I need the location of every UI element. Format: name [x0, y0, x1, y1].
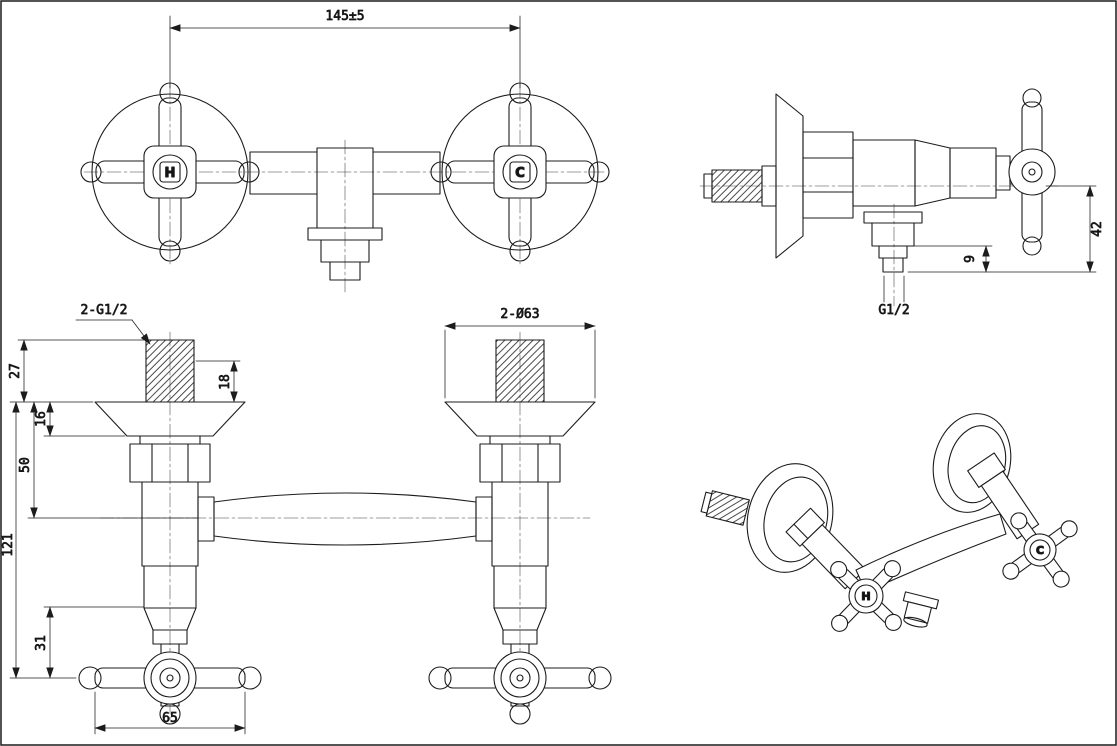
dim-handle-depth: 31 — [34, 606, 145, 679]
bottom-connecting-body — [197, 492, 493, 546]
dim-side-height-label: 42 — [1090, 221, 1105, 237]
hot-escutcheon — [91, 93, 249, 251]
perspective-view: H C — [700, 413, 1078, 632]
front-body — [249, 147, 441, 281]
dim-inlet-threads-label: 2-G1/2 — [81, 303, 128, 318]
dim-thread-length-label: 27 — [8, 363, 23, 379]
dim-handle-depth-label: 31 — [34, 635, 49, 651]
side-valve-body — [802, 131, 1011, 219]
front-view: H C 145±5 — [80, 9, 610, 295]
dim-outlet-offset: 9 — [909, 245, 993, 273]
dim-handle-width-label: 65 — [162, 711, 178, 726]
dim-total-depth-label: 121 — [1, 533, 16, 556]
dim-center-distance: 145±5 — [169, 9, 521, 89]
side-handle — [1008, 88, 1056, 256]
dim-escutcheon-diameter-label: 2-Ø63 — [500, 307, 539, 322]
dim-total-depth: 121 — [1, 401, 77, 679]
dim-stud-length: 18 — [195, 360, 241, 403]
dim-inlet-threads: 2-G1/2 — [75, 303, 151, 345]
dim-escutcheon-diameter: 2-Ø63 — [444, 307, 596, 399]
cold-escutcheon — [441, 93, 599, 251]
dim-outlet-thread-label: G1/2 — [878, 303, 909, 318]
side-wall-flange — [775, 93, 804, 259]
dim-handle-width: 65 — [94, 691, 246, 735]
persp-cold-handle: C — [1002, 512, 1078, 588]
front-hot-handle: H — [80, 82, 260, 262]
dim-body-depth: 50 — [18, 401, 199, 519]
bottom-left-handle — [78, 643, 262, 725]
dim-flange-depth-label: 16 — [34, 411, 49, 427]
dim-body-depth-label: 50 — [18, 457, 33, 473]
bottom-right-handle — [428, 643, 612, 725]
persp-hot-marker: H — [861, 590, 870, 603]
persp-cold-marker: C — [1036, 544, 1044, 557]
side-view: 42 9 G1/2 — [699, 88, 1105, 318]
persp-hot-handle: H — [830, 560, 902, 632]
dim-outlet-thread: G1/2 — [878, 275, 910, 318]
bottom-right-inlet — [444, 339, 596, 645]
persp-left-stud — [700, 490, 750, 526]
persp-outlet — [902, 591, 940, 628]
dim-side-height: 42 — [907, 185, 1105, 273]
bottom-left-inlet — [94, 339, 246, 645]
dim-center-distance-label: 145±5 — [325, 9, 364, 24]
dim-stud-length-label: 18 — [218, 374, 233, 390]
hot-marker: H — [165, 166, 176, 181]
cold-marker: C — [515, 166, 525, 181]
side-outlet — [863, 211, 923, 273]
front-cold-handle: C — [430, 82, 610, 262]
bottom-view: 2-G1/2 2-Ø63 27 18 16 — [1, 303, 612, 735]
dim-outlet-offset-label: 9 — [963, 255, 978, 263]
